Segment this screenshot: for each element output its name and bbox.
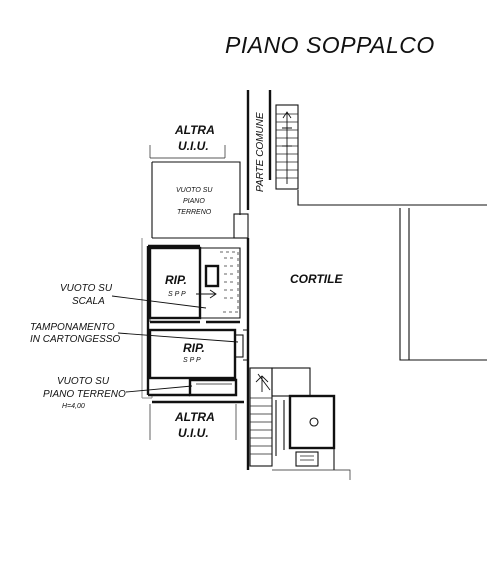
label-rip2: RIP. xyxy=(183,341,205,355)
label-altra-top-line1: ALTRA xyxy=(174,123,215,137)
label-rip1-sub: S P P xyxy=(168,291,186,298)
stair-void-steps xyxy=(220,251,239,313)
stair-void-arrow xyxy=(196,289,217,299)
note-vuoto-scala-line2: SCALA xyxy=(72,296,105,307)
lift-block xyxy=(288,394,336,450)
note-vuoto-piano-line1: VUOTO SU xyxy=(57,376,110,387)
label-rip1: RIP. xyxy=(165,273,187,287)
label-altra-top-line2: U.I.U. xyxy=(178,139,209,153)
plan-title: PIANO SOPPALCO xyxy=(225,32,435,58)
partition-cartongesso xyxy=(234,334,244,358)
label-vuoto-terreno-line1: VUOTO SU xyxy=(176,187,213,194)
note-tamponamento-line2: IN CARTONGESSO xyxy=(30,334,120,345)
boundary-bottom-ticks xyxy=(149,404,237,440)
courtyard-boundary xyxy=(297,190,487,206)
note-vuoto-piano-line2: PIANO TERRENO xyxy=(43,389,126,400)
label-altra-bottom-line2: U.I.U. xyxy=(178,426,209,440)
stair-bottom-arrow xyxy=(255,373,271,392)
note-tamponamento-leader xyxy=(117,332,239,343)
landing-right-box xyxy=(271,367,311,397)
label-altra-bottom-line1: ALTRA xyxy=(174,410,215,424)
label-vuoto-terreno-line3: TERRENO xyxy=(177,209,212,216)
note-vuoto-piano-line3: H=4,00 xyxy=(62,403,85,410)
note-vuoto-scala-leader xyxy=(111,295,207,309)
label-cortile: CORTILE xyxy=(290,272,343,286)
label-parte-comune: PARTE COMUNE xyxy=(255,112,266,192)
label-rip2-sub: S P P xyxy=(183,357,201,364)
stair-void-opening xyxy=(204,264,220,288)
room-rip1 xyxy=(148,246,202,320)
boundary-top-left-tick xyxy=(149,145,226,159)
note-vuoto-piano-leader xyxy=(125,385,193,393)
stair-bottom-outline xyxy=(249,367,273,467)
note-vuoto-scala-line1: VUOTO SU xyxy=(60,283,113,294)
block-outer-wall xyxy=(146,244,200,397)
lift-base-lines xyxy=(300,455,314,461)
right-building-edge xyxy=(399,208,487,361)
lift-base xyxy=(295,451,319,467)
stair-void-outline xyxy=(200,247,241,319)
note-tamponamento-line1: TAMPONAMENTO xyxy=(30,322,115,333)
void-block-outline xyxy=(151,161,241,239)
stair-top-arrow xyxy=(282,111,292,184)
lower-landing xyxy=(188,378,238,397)
label-vuoto-terreno-line2: PIANO xyxy=(183,198,205,205)
corridor-gap-lines xyxy=(243,329,248,361)
lift-side-wall xyxy=(275,400,285,456)
stair-top-outline xyxy=(275,104,299,190)
lower-boundary-line xyxy=(272,469,351,480)
stair-bottom-treads xyxy=(250,397,272,455)
lift-marker xyxy=(309,417,319,427)
void-block-door-recess xyxy=(233,213,249,239)
